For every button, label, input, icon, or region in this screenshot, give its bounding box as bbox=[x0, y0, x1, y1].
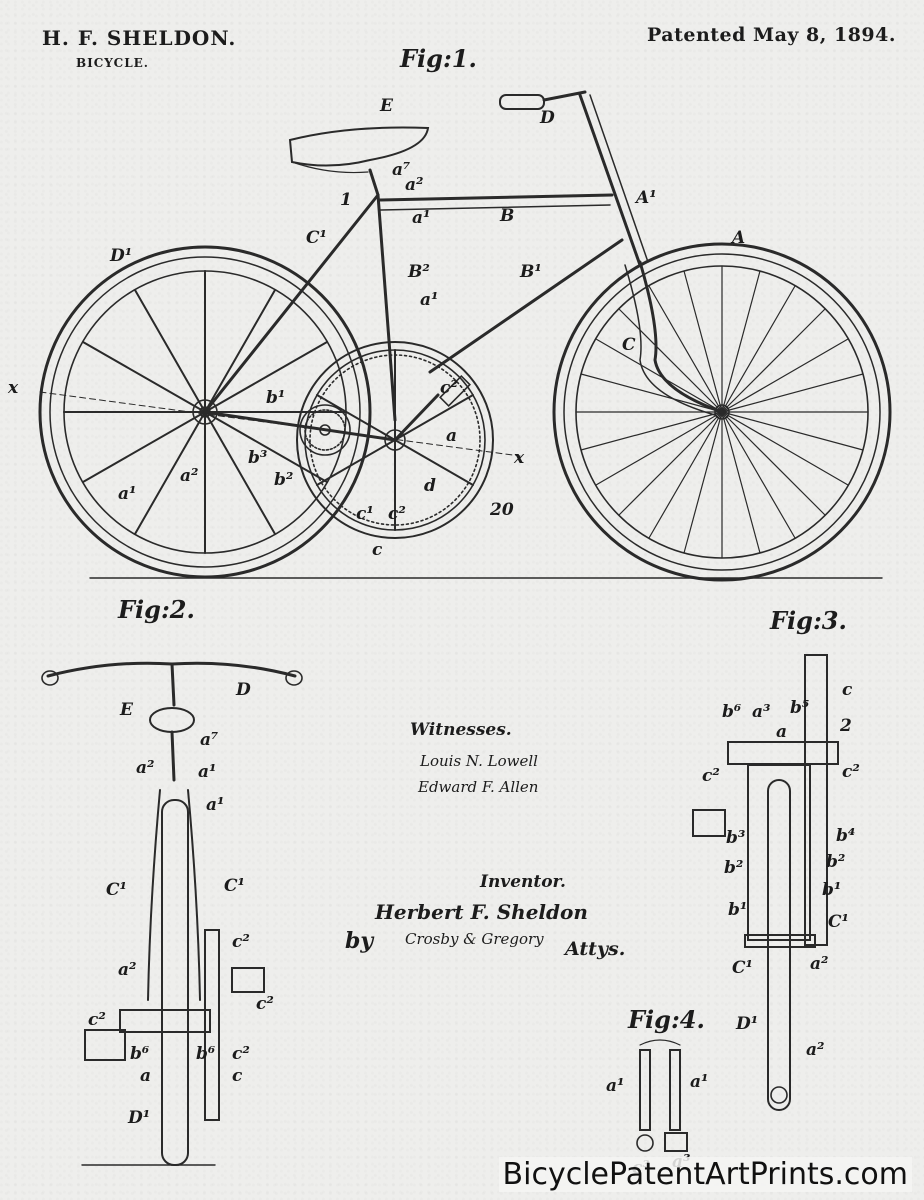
label-2-fig3: 2 bbox=[840, 716, 852, 736]
label-1: 1 bbox=[340, 190, 352, 210]
fig3-title: Fig:3. bbox=[770, 606, 847, 635]
label-a2-fig2: a² bbox=[136, 758, 154, 778]
label-a3-fig3: a³ bbox=[752, 702, 770, 722]
label-x-left: x bbox=[8, 378, 18, 398]
fig2-title: Fig:2. bbox=[118, 595, 195, 624]
label-E-fig2: E bbox=[120, 700, 133, 720]
label-b1-fig3b: b¹ bbox=[728, 900, 747, 920]
label-D: D bbox=[540, 108, 555, 128]
label-D1-fig3: D¹ bbox=[736, 1014, 758, 1034]
label-C1: C¹ bbox=[306, 228, 327, 248]
label-C: C bbox=[622, 335, 636, 355]
label-D1: D¹ bbox=[110, 246, 132, 266]
label-x-right: x bbox=[514, 448, 524, 468]
label-c-fig3: c bbox=[842, 680, 852, 700]
label-a2-fig2b: a² bbox=[118, 960, 136, 980]
label-A: A bbox=[732, 228, 745, 248]
label-A1: A¹ bbox=[636, 188, 657, 208]
label-b6-fig3: b⁶ bbox=[722, 702, 741, 722]
label-C1-fig3: C¹ bbox=[828, 912, 849, 932]
label-c1-fig1: c¹ bbox=[356, 504, 374, 524]
label-20: 20 bbox=[490, 500, 514, 520]
label-a-fig2: a bbox=[140, 1066, 151, 1086]
label-b4-fig3: b⁴ bbox=[836, 826, 855, 846]
inventor-label: Inventor. bbox=[480, 872, 566, 892]
label-d-fig1: d bbox=[424, 476, 436, 496]
label-b5-fig3: b⁵ bbox=[790, 698, 809, 718]
label-c2-fig2: c² bbox=[232, 932, 250, 952]
label-a2-fig3b: a² bbox=[806, 1040, 824, 1060]
label-a-fig1: a bbox=[446, 426, 457, 446]
label-c2-fig3: c² bbox=[702, 766, 720, 786]
label-a7-fig2: a⁷ bbox=[200, 730, 218, 750]
witness-signature-2: Edward F. Allen bbox=[418, 778, 538, 796]
label-b6-fig2b: b⁶ bbox=[196, 1044, 215, 1064]
label-a2-lower: a² bbox=[180, 466, 198, 486]
fig2-front-view-drawing bbox=[42, 663, 302, 1165]
label-a1-fig2: a¹ bbox=[198, 762, 216, 782]
label-a1-fig4: a¹ bbox=[606, 1076, 624, 1096]
label-D-fig2: D bbox=[236, 680, 251, 700]
fig4-title: Fig:4. bbox=[628, 1005, 705, 1034]
label-D1-fig2: D¹ bbox=[128, 1108, 150, 1128]
label-a1-mid: a¹ bbox=[420, 290, 438, 310]
fig4-detail-drawing bbox=[637, 1040, 687, 1151]
label-a1-top: a¹ bbox=[412, 208, 430, 228]
label-a1-fig4b: a¹ bbox=[690, 1072, 708, 1092]
label-B: B bbox=[500, 206, 514, 226]
label-C1-fig3b: C¹ bbox=[732, 958, 753, 978]
witnesses-label: Witnesses. bbox=[410, 720, 512, 740]
label-C1-fig2-left: C¹ bbox=[106, 880, 127, 900]
fig1-bicycle-drawing bbox=[40, 92, 890, 580]
label-c2-fig3b: c² bbox=[842, 762, 860, 782]
label-b2-fig3b: b² bbox=[826, 852, 845, 872]
label-a2-fig3: a² bbox=[810, 954, 828, 974]
label-b3: b³ bbox=[248, 448, 267, 468]
label-C1-fig2-right: C¹ bbox=[224, 876, 245, 896]
label-B1: B¹ bbox=[520, 262, 542, 282]
label-a2-top: a² bbox=[405, 175, 423, 195]
label-c2-fig2c: c² bbox=[88, 1010, 106, 1030]
label-c2-fig1: c² bbox=[440, 378, 458, 398]
fig1-title: Fig:1. bbox=[400, 44, 477, 73]
label-b1-fig3: b¹ bbox=[822, 880, 841, 900]
label-b3-fig3: b³ bbox=[726, 828, 745, 848]
label-c2-fig1b: c² bbox=[388, 504, 406, 524]
label-c2-fig2b: c² bbox=[256, 994, 274, 1014]
label-c-fig2: c bbox=[232, 1066, 242, 1086]
label-c2-fig2d: c² bbox=[232, 1044, 250, 1064]
label-a1-lower: a¹ bbox=[118, 484, 136, 504]
label-b2-fig3: b² bbox=[724, 858, 743, 878]
attorneys-label: Attys. bbox=[565, 938, 625, 960]
label-a-fig3: a bbox=[776, 722, 787, 742]
site-watermark: BicyclePatentArtPrints.com bbox=[499, 1157, 912, 1192]
label-b2: b² bbox=[274, 470, 293, 490]
label-B2: B² bbox=[408, 262, 430, 282]
label-E: E bbox=[380, 96, 393, 116]
label-b6-fig2: b⁶ bbox=[130, 1044, 149, 1064]
label-b1: b¹ bbox=[266, 388, 285, 408]
attorney-signature: Crosby & Gregory bbox=[405, 930, 544, 948]
attorney-by: by bbox=[345, 928, 373, 954]
inventor-signature: Herbert F. Sheldon bbox=[375, 900, 588, 924]
witness-signature-1: Louis N. Lowell bbox=[420, 752, 538, 770]
label-a1-fig2b: a¹ bbox=[206, 795, 224, 815]
label-c-fig1: c bbox=[372, 540, 382, 560]
